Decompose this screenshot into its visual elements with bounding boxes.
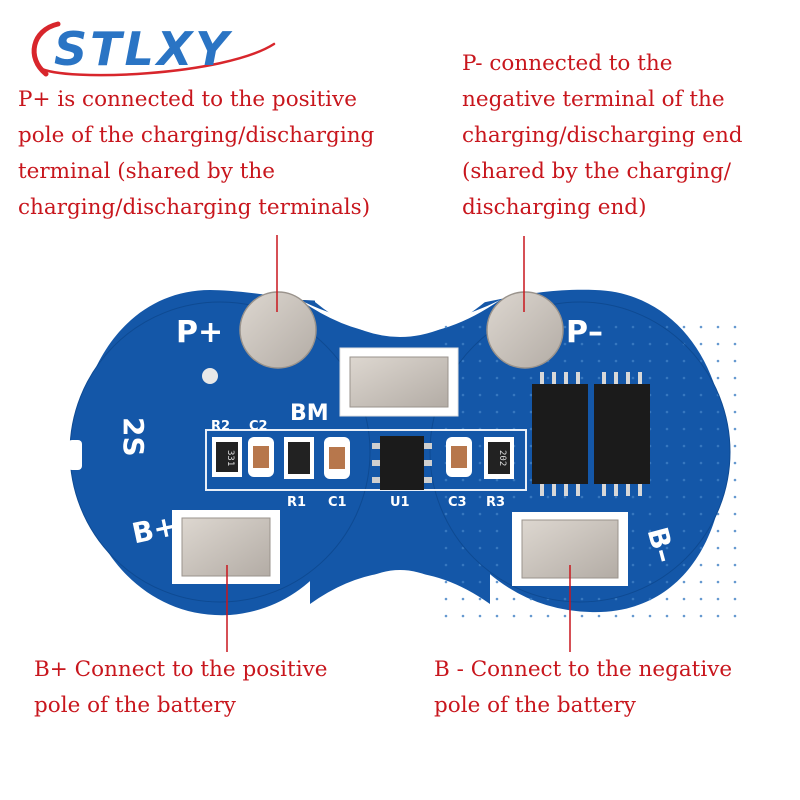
label-c3: C3	[448, 495, 467, 510]
label-r3: R3	[486, 495, 505, 510]
label-p-minus: P–	[566, 315, 603, 350]
annotation-b-plus: B+ Connect to the positive pole of the b…	[34, 657, 328, 718]
p-minus-pad	[486, 291, 564, 369]
p-plus-pad	[239, 291, 317, 369]
annotation-b-minus: B - Connect to the negative pole of the …	[434, 657, 733, 718]
ic-u1	[372, 436, 432, 490]
label-r1: R1	[287, 495, 306, 510]
resistor-code-202: 202	[497, 450, 507, 466]
brand-logo: STLXY	[24, 14, 284, 82]
mosfet-1	[532, 372, 588, 496]
logo-text: STLXY	[54, 22, 232, 76]
b-plus-pad	[181, 517, 271, 577]
mounting-hole	[202, 368, 218, 384]
annotation-p-minus: P- connected to the negative terminal of…	[462, 51, 743, 220]
label-u1: U1	[390, 495, 410, 510]
label-bm: BM	[290, 401, 329, 426]
label-2s: 2S	[117, 417, 150, 457]
component-silkscreen	[205, 429, 527, 491]
label-r2: R2	[211, 419, 230, 434]
mosfet-2	[594, 372, 650, 496]
resistor-code-331: 331	[225, 450, 235, 466]
logo-swoosh-icon	[31, 21, 276, 77]
label-p-plus: P+	[176, 315, 223, 350]
label-c2: C2	[249, 419, 268, 434]
annotation-p-plus: P+ is connected to the positive pole of …	[18, 87, 375, 220]
label-c1: C1	[328, 495, 347, 510]
